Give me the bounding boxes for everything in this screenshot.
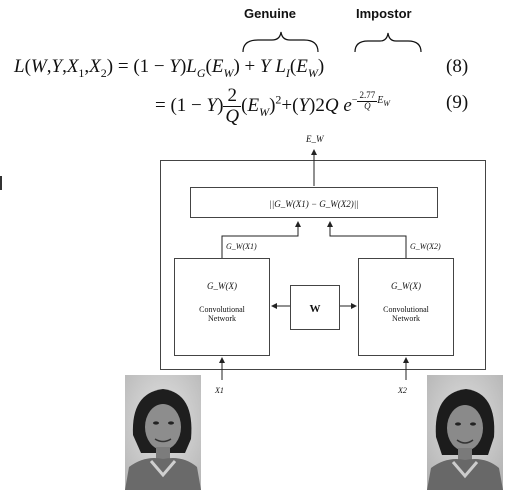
distance-label: ||G_W(X1) − G_W(X2)||: [269, 199, 359, 209]
left-output-label: G_W(X1): [226, 242, 257, 251]
eq8-term-a: (1 − Y): [133, 56, 187, 77]
right-face-photo: [427, 375, 503, 490]
left-margin-mark: [0, 176, 2, 190]
left-output-arrow: [221, 221, 301, 258]
left-network-box: G_W(X) Convolutional Network: [174, 258, 270, 356]
left-face-photo: [125, 375, 201, 490]
eq9-equals: =: [155, 94, 166, 116]
left-net-desc-1: Convolutional: [199, 305, 245, 314]
distance-box: ||G_W(X1) − G_W(X2)||: [190, 187, 438, 218]
eq8-term-c: + Y: [244, 56, 271, 77]
equation-8-number: (8): [446, 56, 469, 77]
right-output-label: G_W(X2): [410, 242, 441, 251]
equation-8: L(W,Y,X1,X2) = (1 − Y)LG(EW) + Y LI(EW): [14, 56, 324, 81]
right-network-box: G_W(X) Convolutional Network: [358, 258, 454, 356]
right-net-title: G_W(X): [391, 281, 421, 291]
energy-label-text: E_W: [306, 134, 324, 144]
genuine-label: Genuine: [244, 6, 297, 21]
left-net-title: G_W(X): [207, 281, 237, 291]
impostor-label: Impostor: [356, 6, 412, 21]
left-input-label: X1: [215, 386, 224, 395]
eq9-term-a: (1 − Y): [170, 94, 224, 116]
eq9-frac-den: Q: [225, 105, 240, 127]
right-net-desc-2: Network: [392, 314, 420, 323]
eq8-term-b: LG(EW): [186, 56, 240, 80]
left-net-desc-2: Network: [208, 314, 236, 323]
eq8-term-d: LI(EW): [275, 56, 325, 80]
right-net-desc-1: Convolutional: [383, 305, 429, 314]
right-output-arrow: [327, 221, 407, 258]
eq8-lhs: L(W,Y,X1,X2) =: [14, 56, 129, 80]
energy-label: E_W: [306, 134, 324, 144]
eq9-term-b: (EW)2+(Y)2Q e: [241, 92, 352, 119]
weights-box: W: [290, 285, 340, 330]
genuine-brace: [242, 31, 319, 53]
eq9-frac-num: 2: [223, 86, 242, 107]
right-input-label: X2: [398, 386, 407, 395]
impostor-brace: [354, 32, 422, 53]
weights-label: W: [309, 303, 321, 315]
equation-9-number: (9): [446, 92, 469, 113]
